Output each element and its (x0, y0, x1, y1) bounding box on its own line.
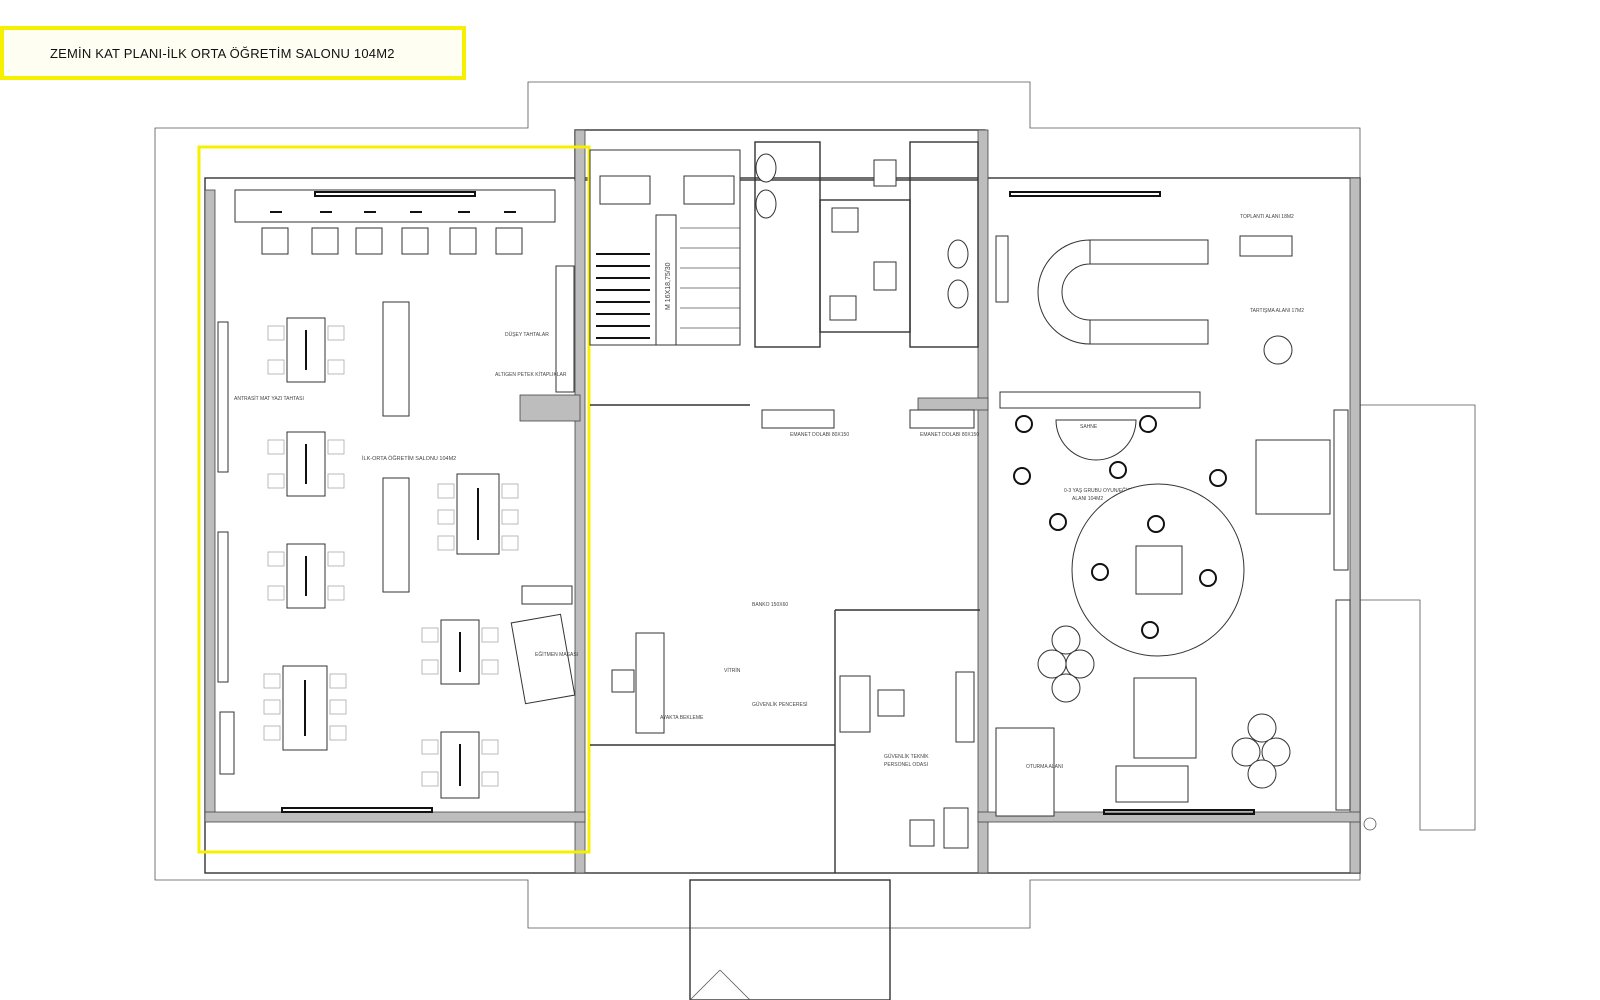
meeting-label: TOPLANTI ALANI 18M2 (1240, 214, 1294, 220)
hex-label: ALTIGEN PETEK KİTAPLIKLAR (495, 371, 567, 378)
wall-stub-left (519, 394, 581, 422)
play-room-label-2: ALANI 104M2 (1072, 496, 1103, 502)
north-window-left (314, 191, 476, 197)
locker-left-label: EMANET DOLABI 80X150 (790, 432, 849, 438)
teacher-label: EĞİTMEN MASASI (535, 651, 578, 658)
stair: M 16X18,75/30 (589, 149, 741, 346)
desk-label: BANKO 150X60 (752, 602, 788, 608)
stage-label: SAHNE (1080, 424, 1098, 430)
stair-label: M 16X18,75/30 (665, 262, 672, 310)
stand-label: AYAKTA BEKLEME (660, 715, 704, 721)
meeting-room: TOPLANTI ALANI 18M2 TARTIŞMA ALANI 17M2 (995, 214, 1304, 409)
play-area: SAHNE 0-3 YAŞ GRUBU OYUN/EĞİTİM ALANI 10… (995, 409, 1377, 831)
restrooms (754, 141, 979, 348)
wall-stub-mid (917, 397, 989, 411)
site-outline (154, 81, 1476, 929)
central-hall: AYAKTA BEKLEME BANKO 150X60 VİTRİN GÜVEN… (590, 404, 980, 873)
sitting-label: OTURMA ALANI (1026, 764, 1063, 770)
board-label: ANTRASİT MAT YAZI TAHTASI (234, 395, 304, 402)
locker-right-label: EMANET DOLABI 80X150 (920, 432, 979, 438)
north-window-right (1009, 191, 1161, 197)
staff-room-label-2: PERSONEL ODASI (884, 762, 928, 768)
wall-east (1349, 177, 1361, 874)
wall-core-west (574, 129, 586, 874)
plan-title: ZEMİN KAT PLANI-İLK ORTA ÖĞRETİM SALONU … (50, 45, 395, 61)
wall-south-left (204, 811, 586, 823)
wall-core-east (977, 129, 989, 874)
glass-label: GÜVENLİK PENCERESİ (752, 701, 808, 708)
north-counter (234, 189, 556, 223)
play-room-label-1: 0-3 YAŞ GRUBU OYUN/EĞİTİM (1064, 487, 1136, 494)
entry (689, 879, 891, 1000)
lockers: EMANET DOLABI 80X150 EMANET DOLABI 80X15… (761, 409, 979, 438)
classroom-desks (217, 265, 576, 813)
main-room-label: İLK-ORTA ÖĞRETİM SALONU 104M2 (362, 455, 456, 462)
wall-west (204, 189, 216, 821)
circle-area-label: TARTIŞMA ALANI 17M2 (1250, 308, 1304, 314)
plan-title-box: ZEMİN KAT PLANI-İLK ORTA ÖĞRETİM SALONU … (0, 26, 466, 80)
main-room-highlight (197, 145, 591, 854)
staff-room-label-1: GÜVENLİK TEKNİK (884, 753, 929, 760)
computer-stations (261, 211, 523, 255)
vitrin-label: VİTRİN (724, 667, 741, 674)
wall-south-right (977, 811, 1361, 823)
shelves-label: DÜŞEY TAHTALAR (505, 331, 549, 338)
